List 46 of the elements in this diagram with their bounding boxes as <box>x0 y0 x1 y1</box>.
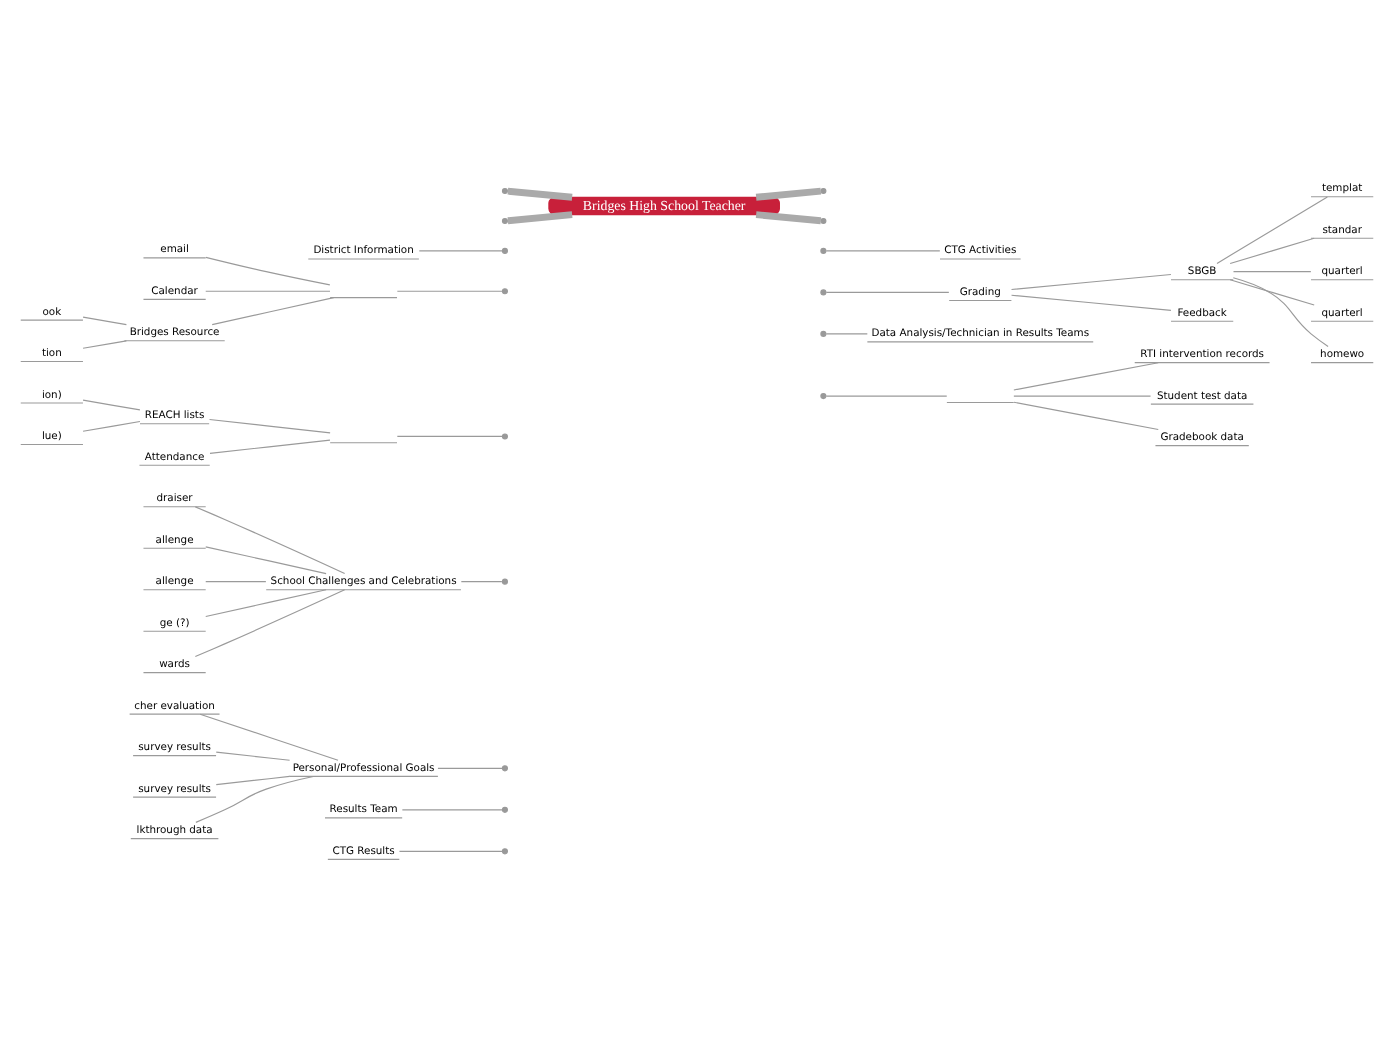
connector <box>1229 279 1315 306</box>
connector <box>825 333 868 335</box>
connector <box>205 256 331 286</box>
connector <box>194 506 346 575</box>
connector <box>215 775 291 786</box>
connector <box>825 250 941 252</box>
connector <box>1232 277 1329 347</box>
connector <box>1216 196 1328 264</box>
connector <box>208 418 331 434</box>
connector <box>205 581 267 583</box>
connector <box>460 581 503 583</box>
connector <box>211 297 335 326</box>
node-bar <box>946 401 1015 404</box>
connector <box>755 187 822 201</box>
connector <box>195 775 314 823</box>
connector <box>205 589 327 618</box>
connector <box>215 751 291 761</box>
connector <box>1013 362 1159 391</box>
connector <box>82 340 127 349</box>
connector <box>396 435 503 438</box>
connector <box>418 250 503 252</box>
connector <box>205 546 327 575</box>
connector <box>205 290 331 292</box>
connector <box>755 211 822 225</box>
connector <box>199 713 339 761</box>
connector <box>1229 237 1315 265</box>
connector <box>507 211 573 225</box>
connector <box>1013 395 1152 397</box>
connector <box>82 420 141 432</box>
connector <box>437 767 503 769</box>
connector <box>1010 273 1172 291</box>
connector <box>396 290 503 292</box>
node-bar <box>329 297 398 299</box>
connector <box>825 395 948 397</box>
connector <box>825 291 950 293</box>
connector <box>401 809 503 811</box>
connector <box>398 850 503 852</box>
connector <box>507 187 573 201</box>
connector <box>1010 294 1172 311</box>
connector <box>1232 271 1312 273</box>
connector <box>82 399 141 411</box>
connector <box>1013 401 1159 431</box>
connector <box>82 316 127 326</box>
node-bar <box>329 442 398 444</box>
connector <box>209 439 331 454</box>
connector <box>194 589 346 658</box>
